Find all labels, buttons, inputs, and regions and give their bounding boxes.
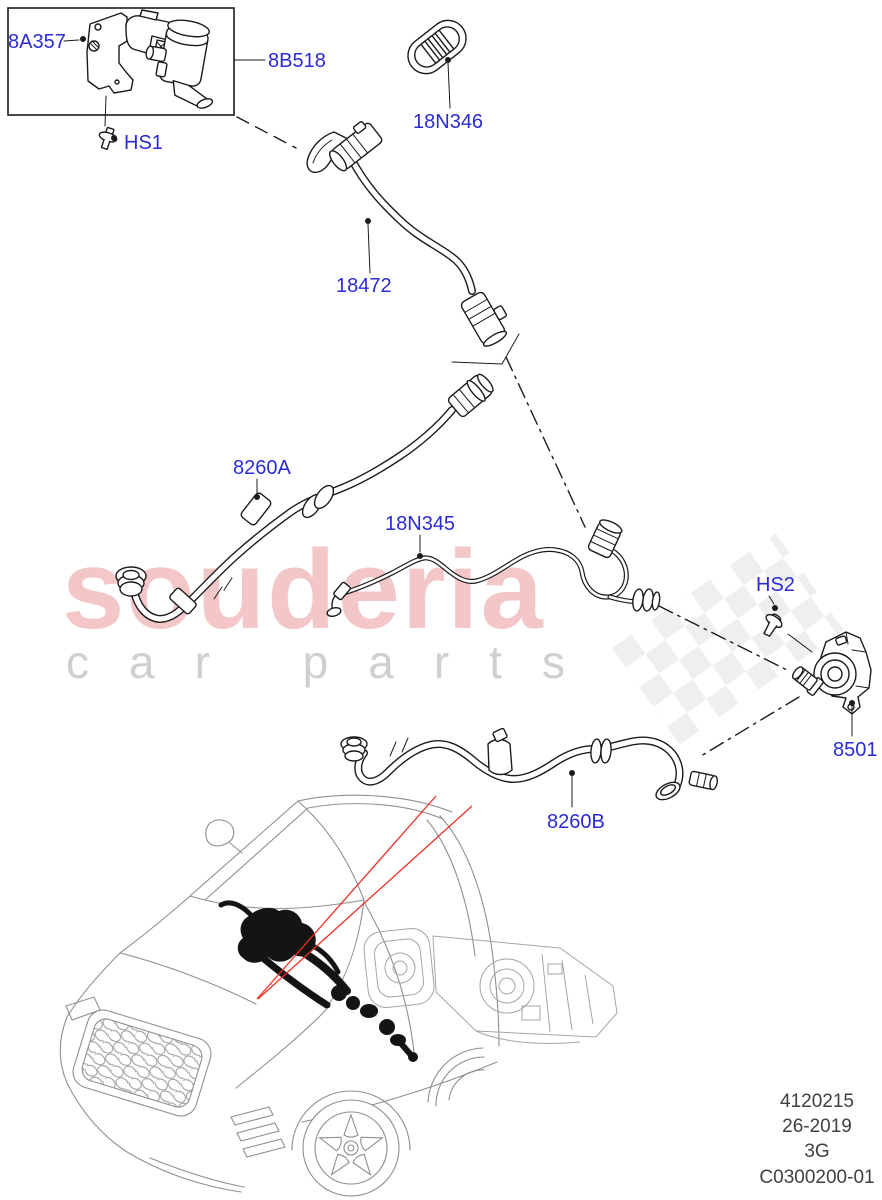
footer-revision: 3G [804,1141,829,1162]
callout-18n345-label: 18N345 [385,513,455,535]
part-18n346-grommet [407,19,467,75]
footer-codes: 4120215 26-2019 3G C0300200-01 [759,1091,874,1188]
part-8b518-pump [145,19,214,109]
car-inset [59,794,618,1197]
part-8501-pump [791,631,872,715]
car-grille [72,1009,212,1117]
part-hs2-bolt [763,613,813,653]
part-18n345-pipe [326,519,661,617]
callout-18n346-label: 18N346 [413,111,483,133]
checkered-flag-watermark [612,533,844,745]
callout-18n346: 18N346 [413,57,483,133]
callout-8a357-label: 8A357 [8,31,66,53]
callout-hs2-label: HS2 [756,574,795,596]
assembly-lines [236,116,800,757]
footer-date-code: 26-2019 [782,1116,852,1137]
callout-hs1-label: HS1 [124,132,163,154]
part-8260b-hose [340,727,719,801]
callout-hs2: HS2 [756,574,795,611]
callout-hs1: HS1 [111,132,163,154]
callout-18n345: 18N345 [385,513,455,559]
callout-8b518-label: 8B518 [268,50,326,72]
footer-drawing-code: C0300200-01 [759,1167,874,1188]
callout-8260b-label: 8260B [547,811,605,833]
callout-labels: 8A357 8B518 HS1 18N346 18472 8260A 18N34… [8,31,878,833]
footer-part-number: 4120215 [780,1091,854,1112]
part-8260a-hose [115,373,494,624]
callout-8a357: 8A357 [8,31,86,53]
callout-8501: 8501 [833,700,878,761]
brand-tagline-text: car parts [66,636,605,688]
red-location-lines [256,795,473,1000]
callout-18472-label: 18472 [336,275,392,297]
callout-18472: 18472 [336,218,392,297]
inset-box [7,7,235,116]
callout-8b518: 8B518 [233,50,326,72]
car-outline [59,794,500,1193]
car-front-wheel [291,1090,411,1197]
part-18472-hose [306,121,508,347]
car-rear-wheel [427,1047,485,1107]
hvac-unit [363,928,618,1045]
callout-8260a-label: 8260A [233,457,291,479]
callout-8501-label: 8501 [833,739,878,761]
part-hs1-bolt [98,126,118,151]
highlighted-hose-assembly [218,900,418,1062]
callout-8260a: 8260A [233,457,291,500]
callout-8260b: 8260B [547,770,605,833]
